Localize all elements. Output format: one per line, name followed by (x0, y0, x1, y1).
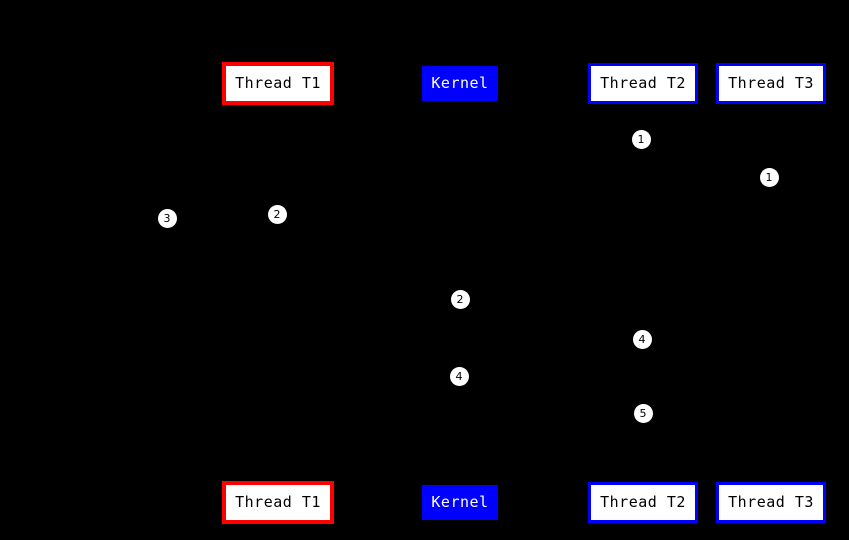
participant-label: Thread T1 (235, 74, 321, 92)
msg-t1-to-left-3 (169, 209, 278, 222)
participant-box-kernelb[interactable]: Kernel (422, 485, 498, 520)
participant-label: Thread T3 (728, 74, 814, 92)
participant-box-t1[interactable]: Thread T1 (222, 62, 334, 105)
step-badge-4-t2: 4 (632, 329, 652, 349)
lifeline-t3 (771, 104, 772, 482)
participant-box-t3[interactable]: Thread T3 (716, 63, 826, 104)
participant-label: Thread T3 (728, 493, 814, 511)
participant-label: Kernel (431, 74, 489, 92)
participant-box-t2b[interactable]: Thread T2 (588, 482, 698, 523)
step-badge-4-kernel: 4 (449, 366, 469, 386)
participant-box-kernel[interactable]: Kernel (422, 66, 498, 101)
step-badge-3-t1: 3 (157, 208, 177, 228)
lifeline-t2 (643, 104, 644, 482)
participant-box-t2[interactable]: Thread T2 (588, 63, 698, 104)
participant-label: Thread T2 (600, 74, 686, 92)
step-badge-2-t1: 2 (267, 204, 287, 224)
step-badge-1-t3: 1 (759, 167, 779, 187)
participant-label: Thread T2 (600, 493, 686, 511)
participant-box-t1b[interactable]: Thread T1 (222, 481, 334, 524)
step-badge-5-t2: 5 (633, 403, 653, 423)
participant-label: Kernel (431, 493, 489, 511)
participant-box-t3b[interactable]: Thread T3 (716, 482, 826, 523)
step-badge-1-t2: 1 (631, 129, 651, 149)
participant-label: Thread T1 (235, 493, 321, 511)
lifeline-t1 (278, 105, 279, 481)
step-badge-2-kernel: 2 (450, 289, 470, 309)
